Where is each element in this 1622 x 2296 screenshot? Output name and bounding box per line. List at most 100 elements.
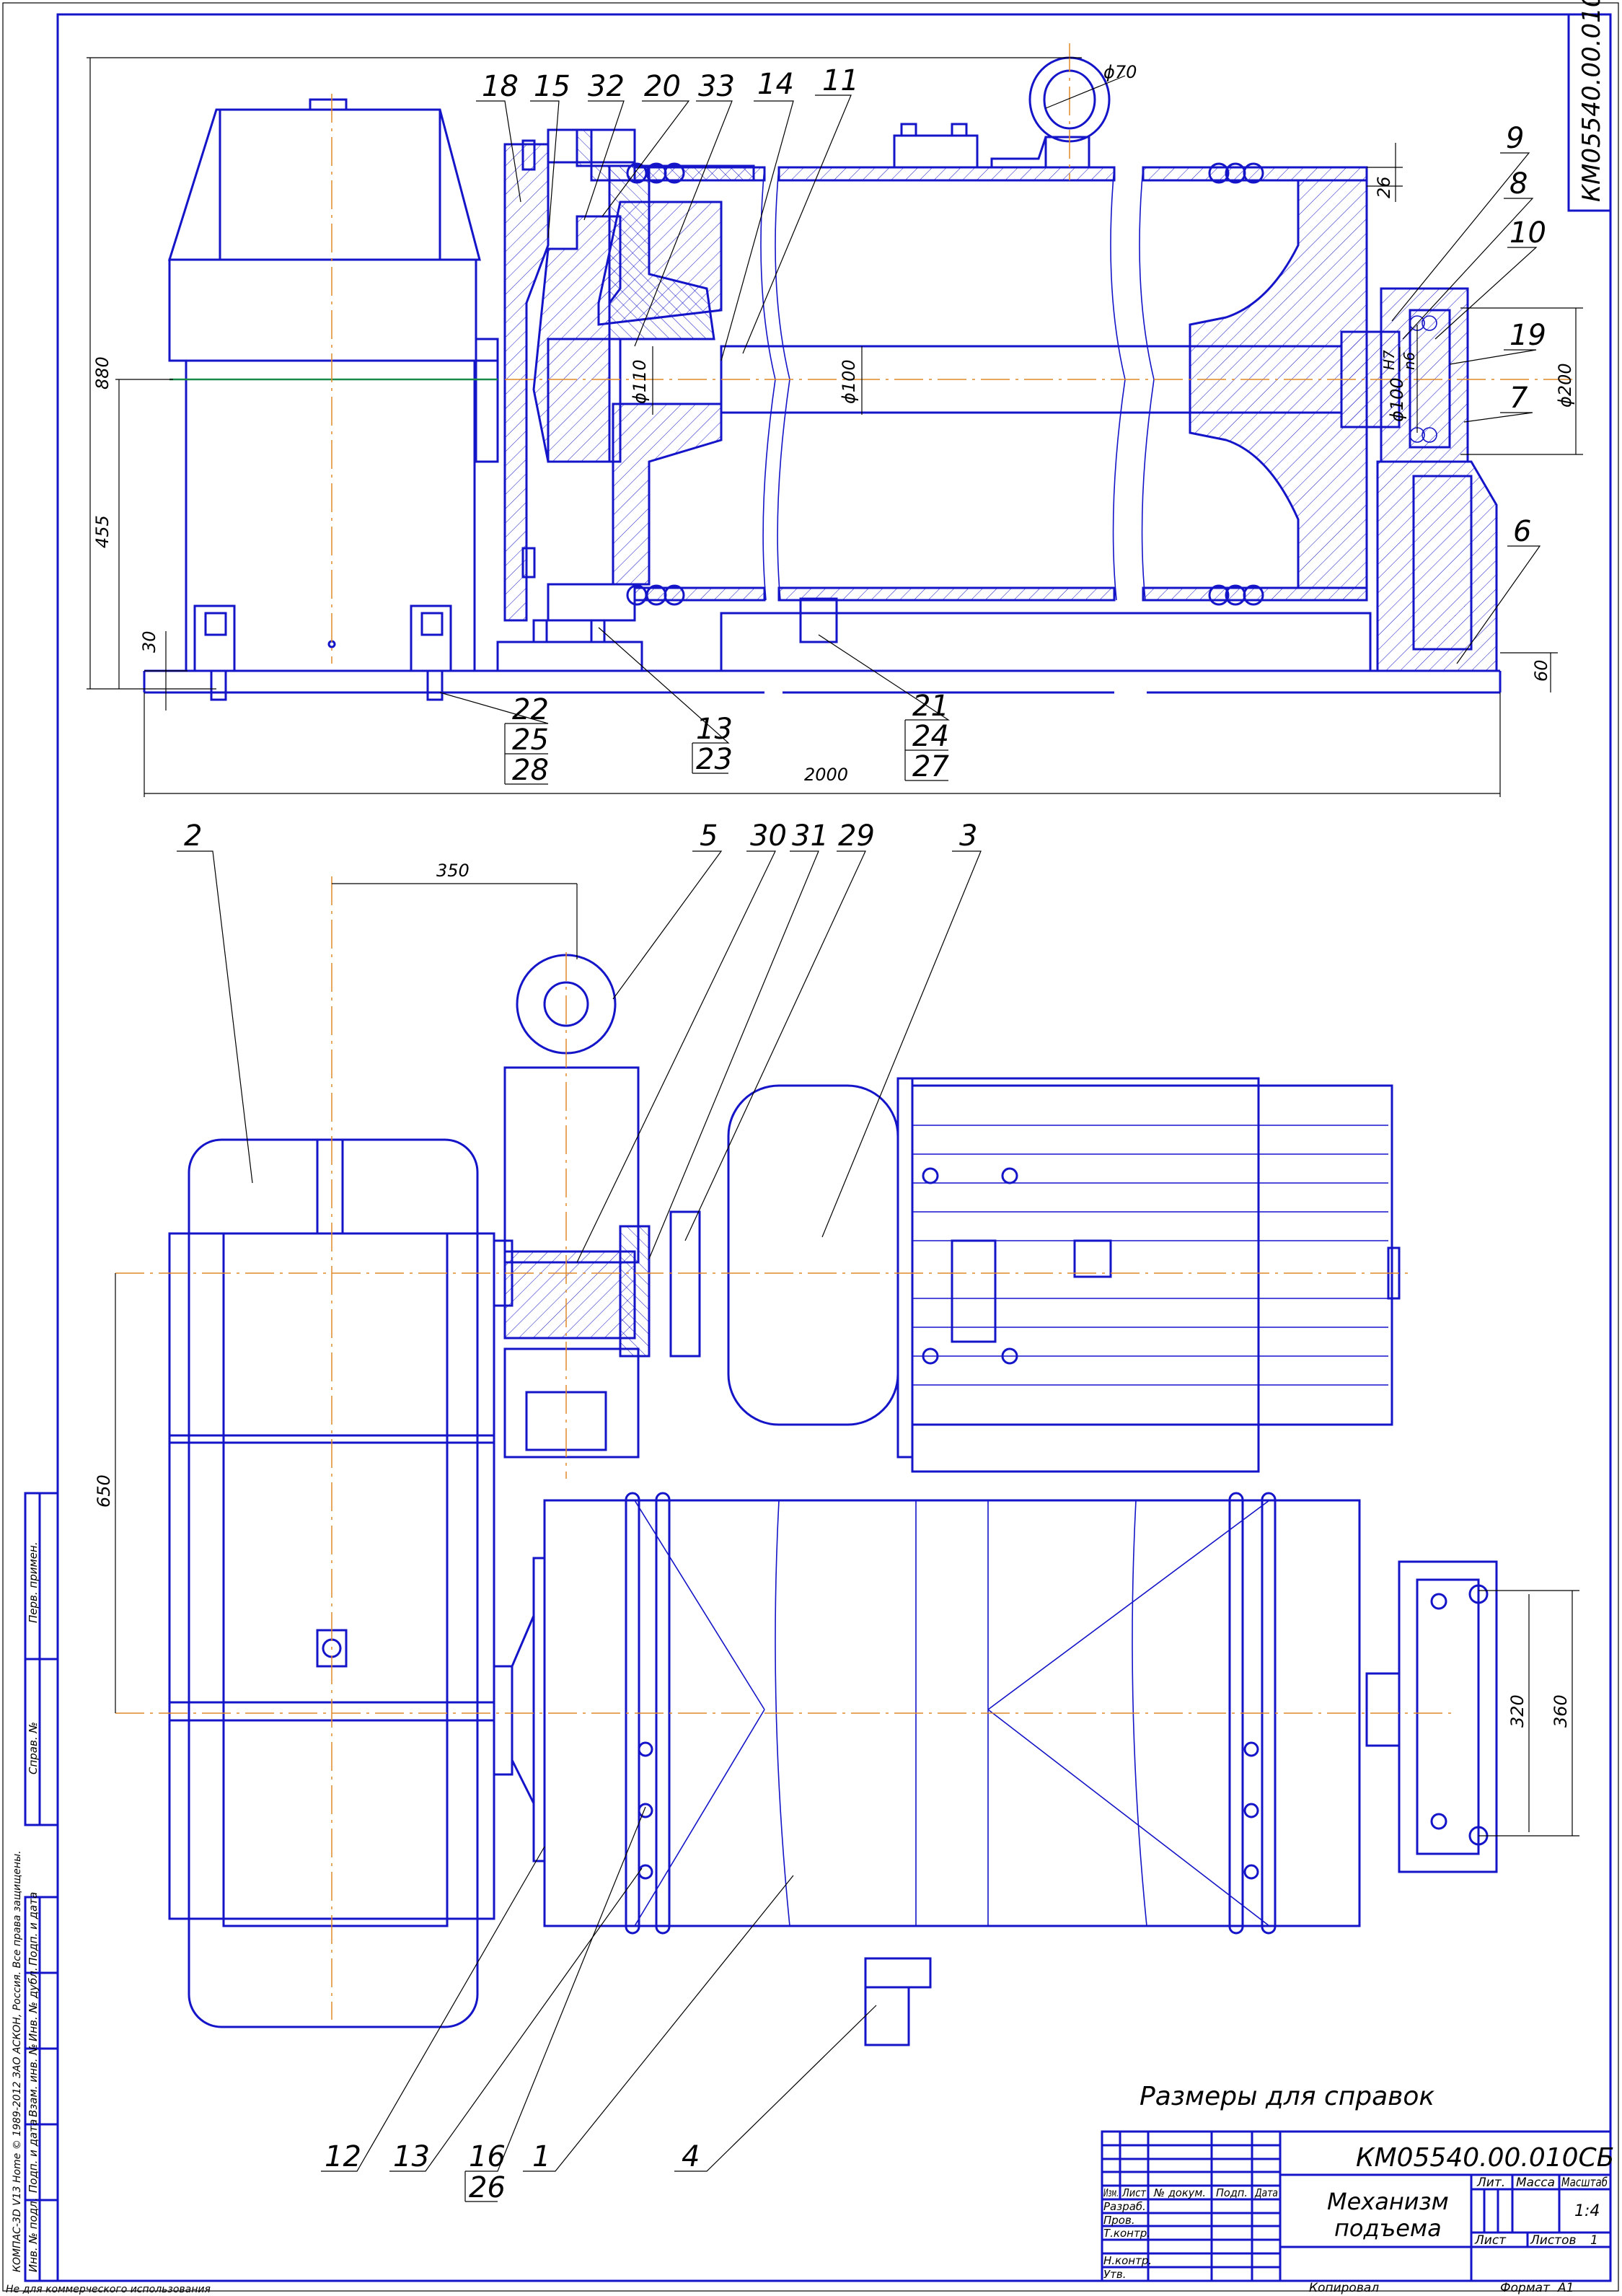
format-label: Формат <box>1500 2281 1551 2295</box>
callout-10: 10 <box>1509 216 1546 250</box>
noncommercial-notice: Не для коммерческого использования <box>6 2284 211 2295</box>
role-tech-control: Т.контр. <box>1103 2227 1150 2240</box>
callout-31: 31 <box>792 819 829 853</box>
fit-shaft-tolerance: n6 <box>1401 352 1418 370</box>
sheets-label: Листов <box>1530 2233 1577 2248</box>
callout-25: 25 <box>512 723 549 757</box>
role-norm-control: Н.контр. <box>1103 2254 1152 2267</box>
plan-view-section <box>115 876 1498 2046</box>
callout-1: 1 <box>532 2140 550 2173</box>
drawing-frame <box>56 13 1612 2282</box>
callout-15: 15 <box>534 70 570 103</box>
dimension-lines <box>87 57 1583 1837</box>
callout-27: 27 <box>912 750 949 783</box>
reference-dimensions-note: Размеры для справок <box>1140 2082 1434 2111</box>
copied-label: Копировал <box>1309 2281 1379 2295</box>
callout-2: 2 <box>184 819 202 853</box>
callout-32: 32 <box>588 70 625 103</box>
electric-motor-3 <box>727 1084 899 1426</box>
callout-33: 33 <box>698 70 735 103</box>
callout-24: 24 <box>912 720 949 753</box>
side-stamp: Перв. примен. Справ. № Инв. № подл. Подп… <box>12 1492 59 2282</box>
callout-11: 11 <box>822 64 859 97</box>
base-plate <box>143 669 1502 694</box>
callout-22: 22 <box>512 693 549 726</box>
header-sign: Подп. <box>1216 2186 1248 2199</box>
callout-5: 5 <box>700 819 718 853</box>
drum-wall-bottom <box>633 586 1368 602</box>
dim-30: 30 <box>139 630 159 653</box>
callout-28: 28 <box>512 754 549 787</box>
motor-terminal-box <box>911 1077 1260 1473</box>
dim-320: 320 <box>1507 1694 1528 1728</box>
sheets-value: 1 <box>1590 2233 1598 2248</box>
dim-350: 350 <box>436 861 470 881</box>
dim-650: 650 <box>94 1474 114 1508</box>
reducer-lower-housing <box>185 359 476 672</box>
callout-20: 20 <box>644 70 681 103</box>
dim-360: 360 <box>1551 1694 1571 1728</box>
sign-date-label-1: Подп. и дата <box>27 2119 40 2193</box>
callout-3: 3 <box>959 819 977 853</box>
callout-8: 8 <box>1509 167 1528 201</box>
kompas-copyright: КОМПАС-3D V13 Home © 1989-2012 ЗАО АСКОН… <box>12 1850 23 2272</box>
brake-body <box>503 1066 640 1264</box>
ref-no-label: Справ. № <box>27 1722 40 1774</box>
fit-hole-tolerance: H7 <box>1380 350 1398 370</box>
callout-4: 4 <box>682 2140 700 2173</box>
drum-hub-right <box>1189 179 1368 589</box>
callout-6: 6 <box>1513 515 1531 548</box>
role-approved: Утв. <box>1103 2268 1127 2281</box>
callout-leaders <box>177 94 1541 2202</box>
role-developer: Разраб. <box>1103 2200 1146 2213</box>
sheet-label: Лист <box>1474 2233 1507 2248</box>
bearing-support-6 <box>1376 460 1498 672</box>
callout-23: 23 <box>696 743 733 776</box>
callout-16: 16 <box>469 2140 506 2173</box>
replace-inv-label: Взам. инв. № <box>27 2044 40 2117</box>
scale-value: 1:4 <box>1574 2202 1600 2220</box>
inv-dup-label: Инв. № дубл. <box>27 1967 40 2041</box>
callout-7: 7 <box>1509 382 1528 415</box>
sign-date-label-2: Подп. и дата <box>27 1892 40 1966</box>
title-block-code: КМ05540.00.010СБ <box>1356 2143 1614 2173</box>
dim-phi70: ϕ70 <box>1103 62 1137 82</box>
dim-880: 880 <box>92 356 113 390</box>
header-list: Лист <box>1121 2186 1147 2199</box>
callout-26: 26 <box>469 2171 506 2204</box>
dim-phi200: ϕ200 <box>1555 363 1575 408</box>
header-date: Дата <box>1254 2186 1278 2199</box>
rotated-code-stamp: КМ05540.00.010СБ <box>1567 0 1612 212</box>
dim-60: 60 <box>1531 659 1551 682</box>
drum-wall-top <box>633 166 1368 182</box>
callout-21: 21 <box>912 690 949 723</box>
callout-18: 18 <box>482 70 519 103</box>
header-izm: Изм. <box>1103 2186 1119 2199</box>
dim-phi100-fit: ϕ100 <box>1387 377 1407 422</box>
callout-numbers: 18 15 32 20 33 14 11 9 8 10 19 7 6 21 24… <box>184 64 1546 2204</box>
header-doc-no: № докум. <box>1153 2186 1206 2199</box>
dim-phi100: ϕ100 <box>839 359 859 404</box>
top-view-section <box>143 43 1572 701</box>
bearing-support-plan <box>1398 1560 1498 1873</box>
callout-9: 9 <box>1506 122 1524 155</box>
callout-14: 14 <box>757 68 794 101</box>
callout-13-bottom: 13 <box>393 2140 430 2173</box>
title-name-line2: подъема <box>1334 2214 1442 2242</box>
dim-26: 26 <box>1374 176 1394 198</box>
title-name-line1: Механизм <box>1327 2188 1449 2215</box>
dim-phi110: ϕ110 <box>630 359 650 404</box>
callout-13-top: 13 <box>696 713 733 746</box>
motor-fins <box>911 1084 1393 1426</box>
scale-label: Масштаб <box>1561 2176 1608 2190</box>
dim-2000: 2000 <box>804 765 848 785</box>
lit-label: Лит. <box>1476 2176 1505 2190</box>
title-block: КМ05540.00.010СБ Механизм подъема Изм. Л… <box>1101 2130 1614 2282</box>
callout-12: 12 <box>325 2140 361 2173</box>
rope-clamp-4 <box>864 1957 932 1989</box>
coupling <box>503 1250 636 1340</box>
mass-label: Масса <box>1516 2176 1555 2190</box>
format-value: A1 <box>1557 2281 1574 2295</box>
